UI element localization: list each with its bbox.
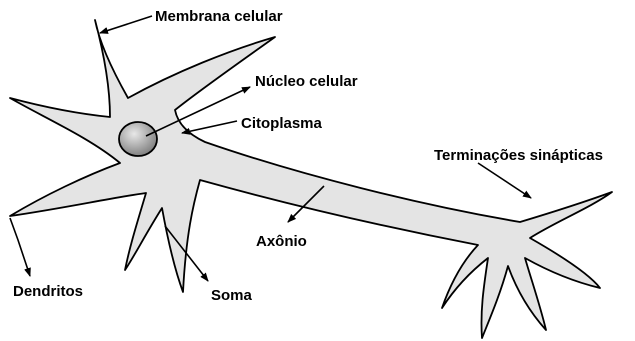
dendritos-pointer	[10, 218, 30, 276]
membrana-pointer	[100, 16, 152, 33]
nucleus	[119, 122, 157, 156]
label-citoplasma: Citoplasma	[241, 115, 323, 132]
label-membrana-celular: Membrana celular	[155, 8, 283, 25]
label-terminacoes-sinapticas: Terminações sinápticas	[434, 147, 603, 164]
neuron-cell-body	[10, 20, 612, 338]
label-axonio: Axônio	[256, 233, 307, 250]
label-nucleo-celular: Núcleo celular	[255, 73, 358, 90]
label-soma: Soma	[211, 287, 253, 304]
terminacoes-pointer	[478, 163, 531, 198]
label-dendritos: Dendritos	[13, 283, 83, 300]
citoplasma-pointer	[182, 121, 237, 133]
